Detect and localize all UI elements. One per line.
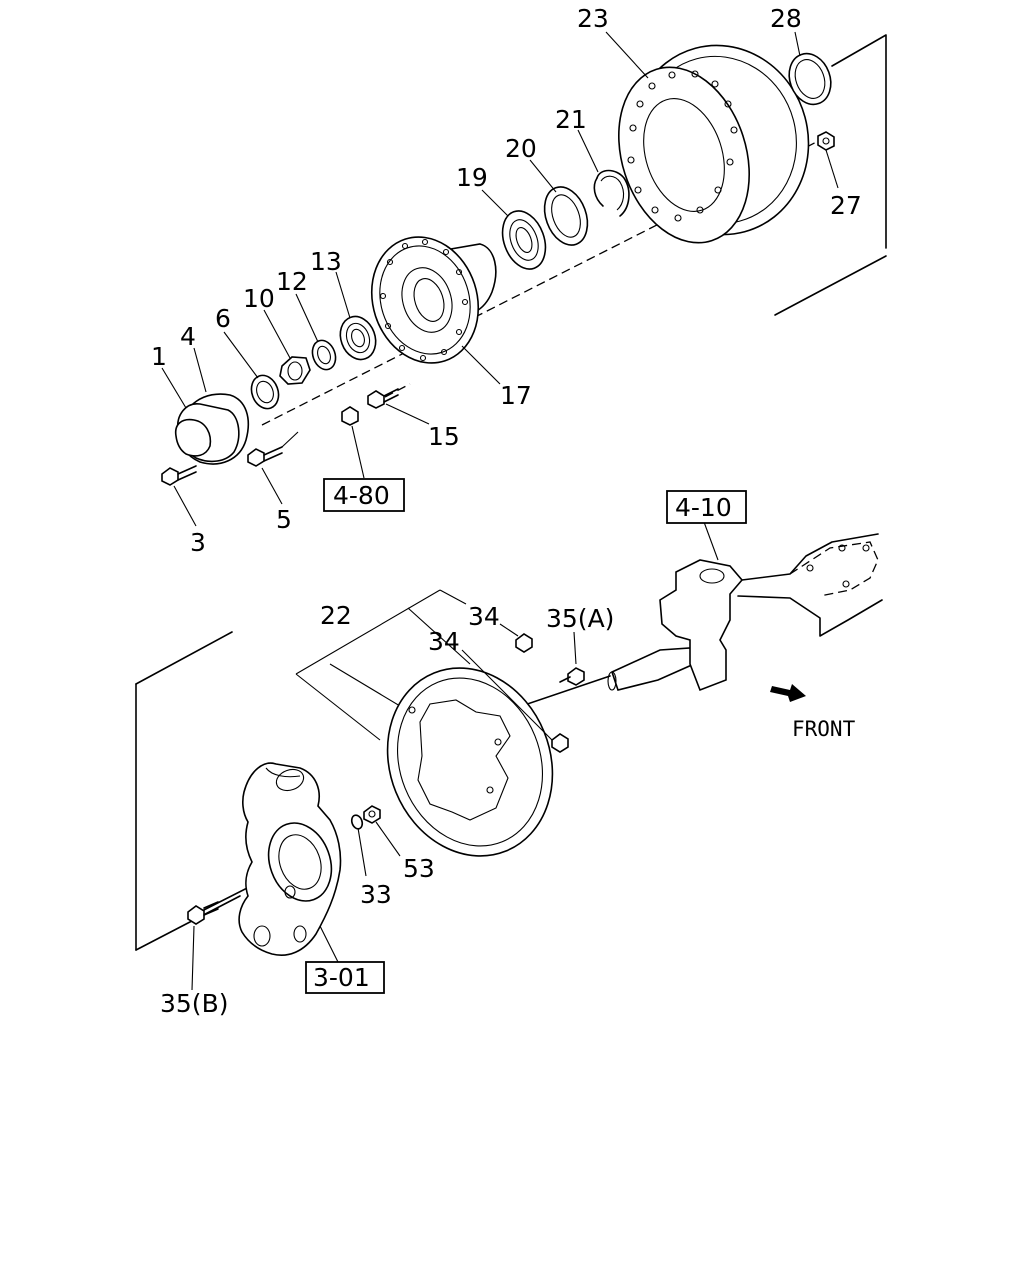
label-part-33: 33 <box>360 880 392 909</box>
ref-box-4-80[interactable]: 4-80 <box>323 478 405 512</box>
label-part-15: 15 <box>428 422 460 451</box>
hub-cap <box>174 403 240 463</box>
outer-bearing <box>501 210 547 270</box>
label-part-34-lower: 34 <box>428 627 460 656</box>
label-part-27: 27 <box>830 191 862 220</box>
label-part-21: 21 <box>555 105 587 134</box>
label-part-23: 23 <box>577 4 609 33</box>
svg-text:3-01: 3-01 <box>313 963 370 992</box>
label-part-17: 17 <box>500 381 532 410</box>
label-part-34-upper: 34 <box>468 602 500 631</box>
label-part-53: 53 <box>403 854 435 883</box>
ref-box-3-01[interactable]: 3-01 <box>305 961 385 994</box>
front-label: FRONT <box>792 717 856 741</box>
brake-backing-plate <box>386 667 554 857</box>
lock-nut <box>279 356 311 385</box>
label-part-6: 6 <box>215 304 231 333</box>
axle-beam <box>737 533 883 637</box>
hub-stud-15 <box>367 388 399 409</box>
label-part-10: 10 <box>243 284 275 313</box>
label-part-12: 12 <box>276 267 308 296</box>
lower-leader-lines <box>191 521 719 991</box>
svg-text:4-10: 4-10 <box>675 493 732 522</box>
label-part-13: 13 <box>310 247 342 276</box>
drum-bolt-holes <box>627 70 738 222</box>
bolt-35b <box>187 901 219 925</box>
wheel-nut-ref <box>341 406 359 426</box>
washer <box>311 339 337 371</box>
front-arrow-icon <box>770 684 806 702</box>
spring-washer-33 <box>350 814 364 830</box>
hub-stud-holes <box>379 238 469 362</box>
oil-seal <box>543 186 589 246</box>
upper-frame-lines <box>774 34 887 316</box>
label-part-35b: 35(B) <box>160 989 228 1018</box>
part-labels: 23 28 27 21 20 19 13 12 10 6 4 1 17 15 3… <box>151 4 862 1018</box>
label-part-28: 28 <box>770 4 802 33</box>
label-part-3: 3 <box>190 528 206 557</box>
label-part-35a: 35(A) <box>546 604 614 633</box>
hub-cap-bolt <box>161 465 197 486</box>
label-part-4: 4 <box>180 322 196 351</box>
inner-bearing <box>339 315 377 361</box>
nut-53 <box>363 805 381 824</box>
brake-drum <box>618 44 810 244</box>
plate-bolt-34a <box>515 633 533 653</box>
label-part-22: 22 <box>320 601 352 630</box>
snap-ring <box>593 169 630 217</box>
ref-box-4-10[interactable]: 4-10 <box>666 490 747 524</box>
hub-bolt-5 <box>247 431 299 467</box>
label-part-5: 5 <box>276 505 292 534</box>
label-part-1: 1 <box>151 342 167 371</box>
upper-leader-lines <box>161 31 839 527</box>
svg-text:4-80: 4-80 <box>333 481 390 510</box>
seal-ring <box>788 52 832 106</box>
label-part-20: 20 <box>505 134 537 163</box>
axle-knuckle <box>607 559 744 692</box>
hub-nut-27 <box>817 131 835 151</box>
bolt-35a <box>559 667 585 686</box>
anchor-plate <box>238 762 342 956</box>
lock-washer <box>250 374 280 410</box>
plate-bolt-34b <box>551 733 569 753</box>
label-part-19: 19 <box>456 163 488 192</box>
wheel-hub <box>370 236 497 364</box>
lower-frame-lines <box>135 631 241 951</box>
